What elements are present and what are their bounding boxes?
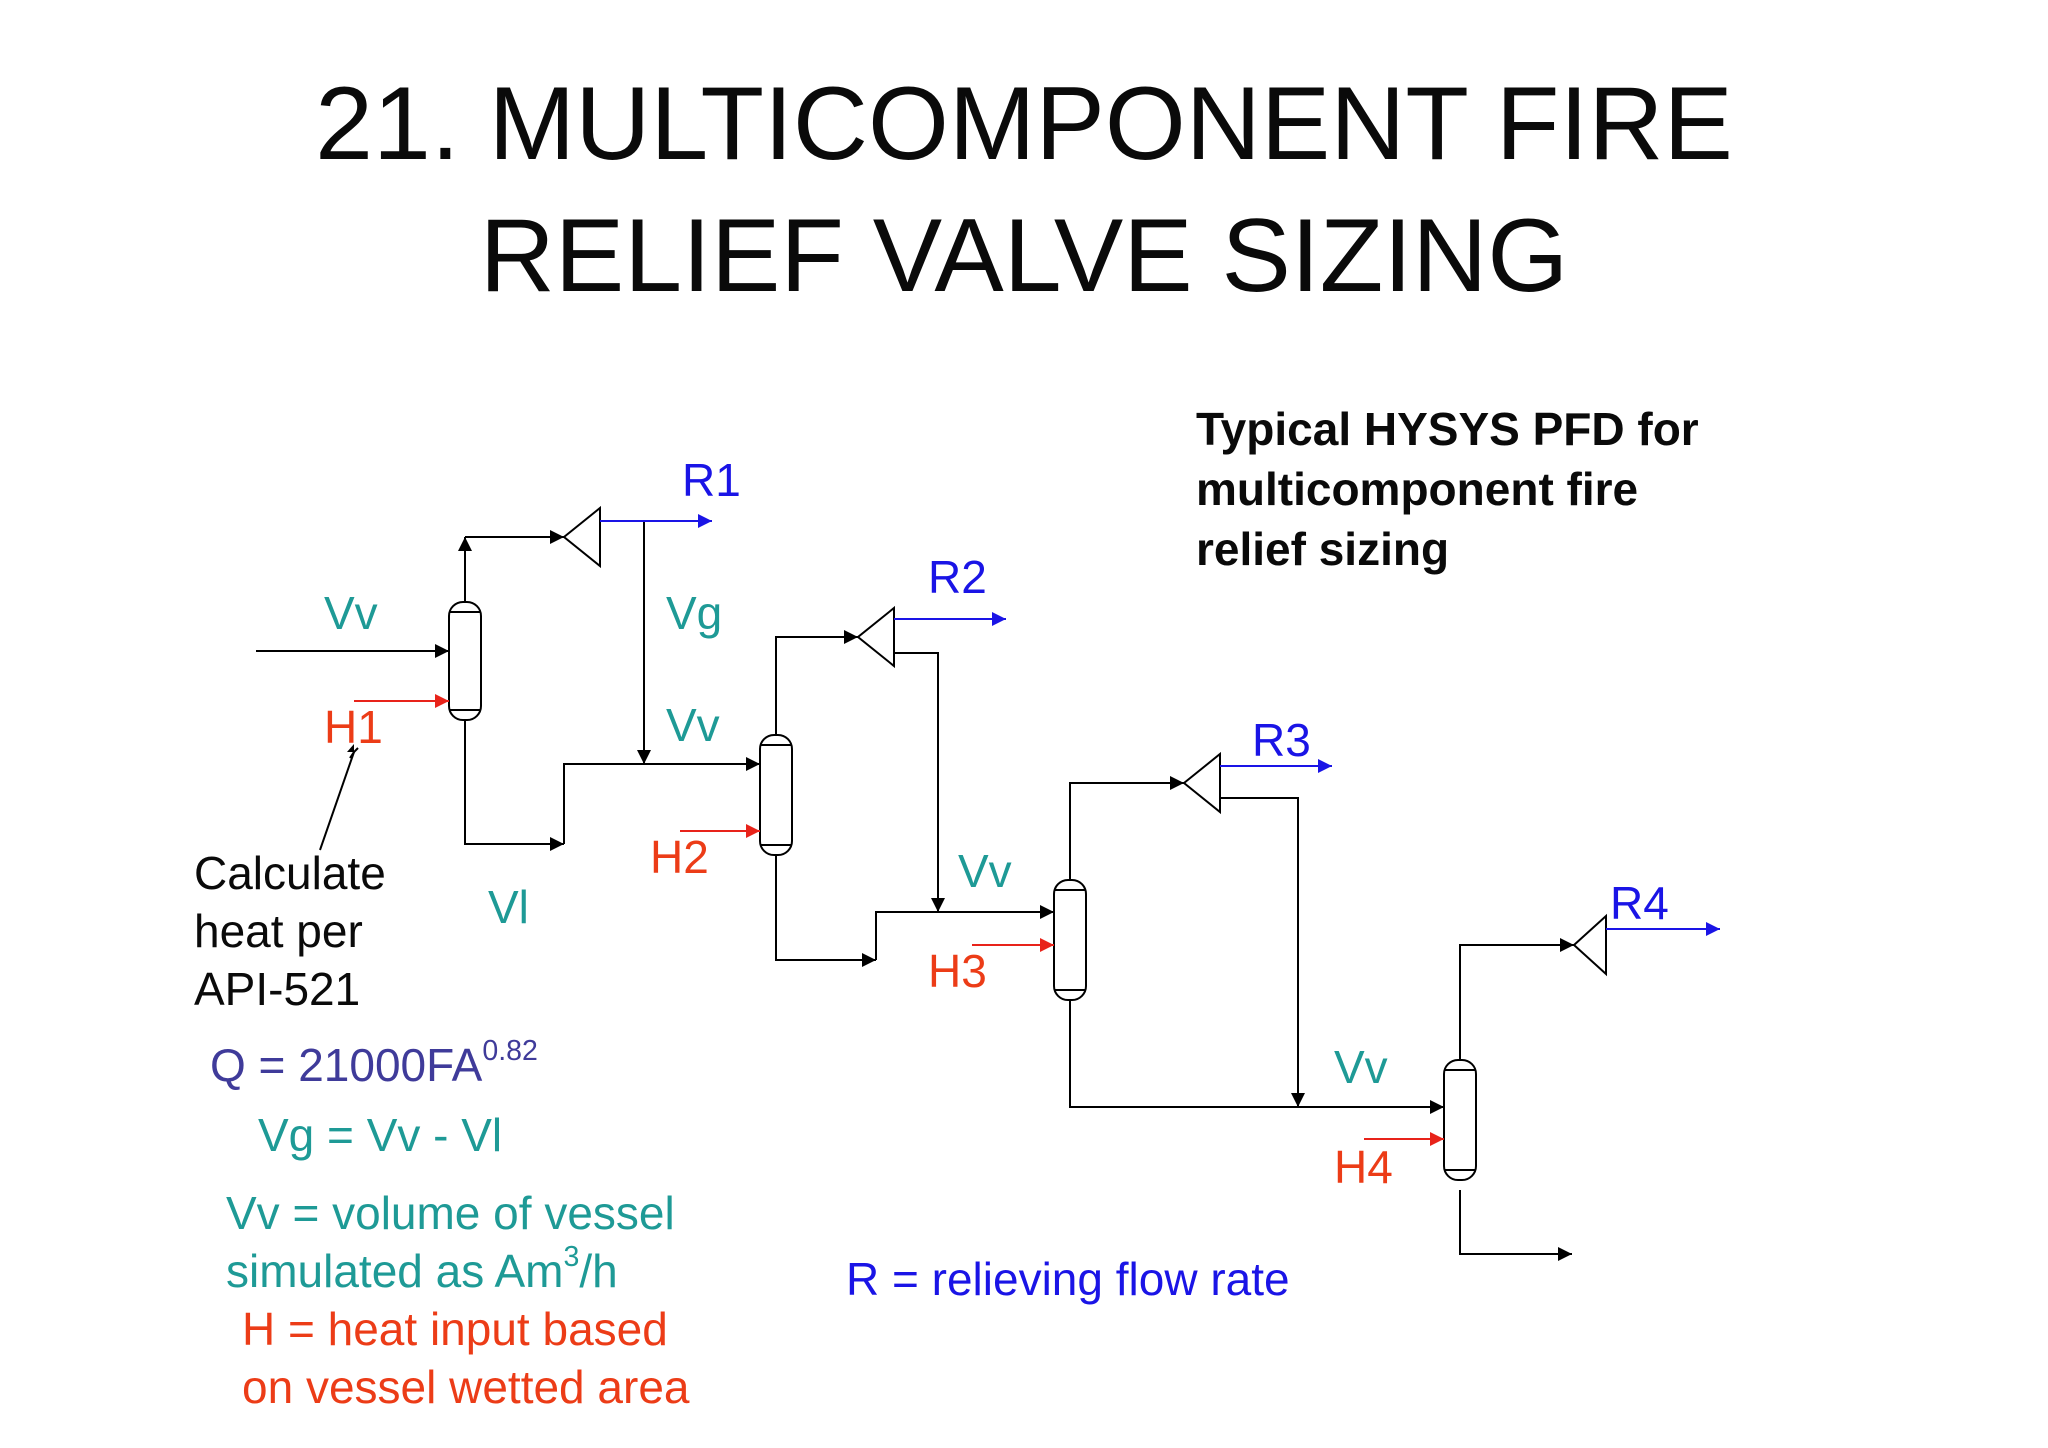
vv-definition-text: simulated as Am bbox=[226, 1245, 564, 1297]
h-definition-line-1: H = heat input based bbox=[242, 1303, 668, 1355]
relief-valve-1-icon bbox=[562, 505, 601, 569]
vv-definition-line-2: simulated as Am3/h bbox=[226, 1242, 618, 1297]
separator-vessel-2 bbox=[759, 734, 793, 856]
caption-line-2: multicomponent fire bbox=[1196, 463, 1639, 515]
label-vv-2: Vv bbox=[666, 699, 720, 751]
label-h2: H2 bbox=[650, 831, 709, 883]
vessel-2-vapor-line bbox=[775, 630, 858, 735]
h-definition-line-2: on vessel wetted area bbox=[242, 1361, 690, 1413]
vessel-4-vapor-line bbox=[1459, 938, 1574, 1060]
calculate-pointer-shaft bbox=[319, 751, 355, 851]
slide-title-line-2: RELIEF VALVE SIZING bbox=[479, 198, 1569, 314]
vessel-3-vapor-line bbox=[1069, 776, 1184, 880]
calculate-note-line-1: Calculate bbox=[194, 847, 386, 899]
relief-valve-3-icon bbox=[1182, 751, 1221, 815]
r-definition: R = relieving flow rate bbox=[846, 1253, 1290, 1305]
vessel-2-liquid-to-vessel-3 bbox=[875, 905, 1054, 960]
label-r2: R2 bbox=[928, 551, 987, 603]
vg-formula: Vg = Vv - Vl bbox=[258, 1109, 503, 1161]
vv-definition-unit: /h bbox=[579, 1245, 618, 1297]
label-r3: R3 bbox=[1252, 714, 1311, 766]
heat-formula-base: Q = 21000FA bbox=[210, 1039, 483, 1091]
separator-vessel-1 bbox=[448, 601, 482, 721]
label-r4: R4 bbox=[1610, 877, 1669, 929]
caption-line-1: Typical HYSYS PFD for bbox=[1196, 403, 1699, 455]
separator-vessel-3 bbox=[1053, 879, 1087, 1001]
vg-return-line-2 bbox=[894, 652, 945, 912]
calculate-pointer-head bbox=[349, 747, 359, 759]
label-r1: R1 bbox=[682, 454, 741, 506]
slide-title-line-1: 21. MULTICOMPONENT FIRE bbox=[315, 66, 1733, 182]
heat-formula-exponent: 0.82 bbox=[482, 1034, 538, 1067]
relief-valve-4-icon bbox=[1572, 913, 1607, 977]
vg-return-line-3 bbox=[1220, 797, 1305, 1107]
label-h4: H4 bbox=[1334, 1141, 1393, 1193]
relief-valve-2-icon bbox=[856, 605, 895, 669]
calculate-note-line-2: heat per bbox=[194, 905, 363, 957]
label-vv-3: Vv bbox=[958, 845, 1012, 897]
vv-definition-line-1: Vv = volume of vessel bbox=[226, 1187, 675, 1239]
vessel-2-liquid-line bbox=[775, 855, 876, 967]
calculate-pointer-arrow bbox=[347, 744, 354, 752]
label-vl: Vl bbox=[488, 881, 529, 933]
calculate-note-line-3: API-521 bbox=[194, 963, 361, 1015]
vv-definition-superscript: 3 bbox=[563, 1240, 580, 1273]
heat-formula: Q = 21000FA0.82 bbox=[210, 1036, 538, 1091]
vessel-1-liquid-to-vessel-2 bbox=[563, 757, 760, 844]
label-vv-4: Vv bbox=[1334, 1041, 1388, 1093]
vessel-3-liquid-line bbox=[1069, 1000, 1444, 1114]
vg-return-line-1 bbox=[600, 520, 651, 764]
label-vv-feed: Vv bbox=[324, 587, 378, 639]
label-h3: H3 bbox=[928, 945, 987, 997]
vessel-4-liquid-outlet bbox=[1459, 1190, 1572, 1261]
caption-line-3: relief sizing bbox=[1196, 523, 1450, 575]
label-vg: Vg bbox=[666, 587, 723, 639]
label-h1: H1 bbox=[324, 701, 383, 753]
vessel-1-liquid-line bbox=[464, 720, 564, 851]
separator-vessel-4 bbox=[1443, 1059, 1477, 1181]
